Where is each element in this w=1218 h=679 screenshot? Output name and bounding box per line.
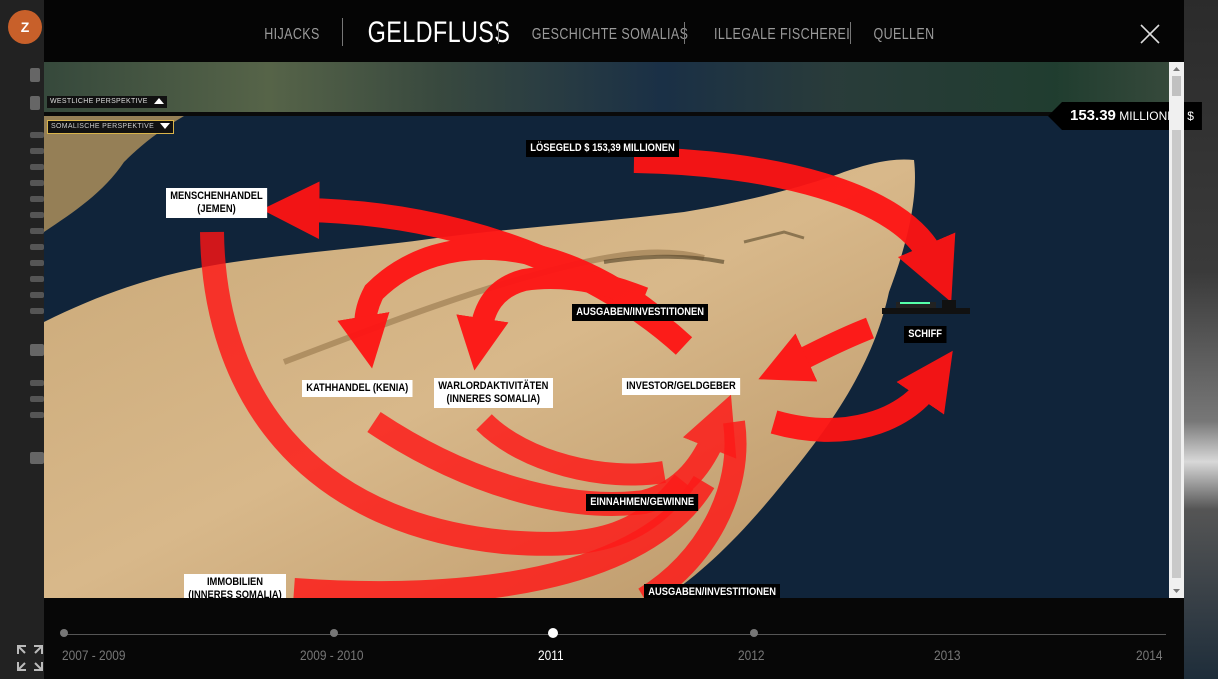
nav-illegale-fischerei[interactable]: ILLEGALE FISCHEREI [714, 26, 851, 43]
map-scrollbar[interactable] [1169, 62, 1184, 598]
timeline-2007-2009[interactable]: 2007 - 2009 [62, 647, 126, 663]
label-human-trafficking: MENSCHENHANDEL (JEMEN) [166, 188, 267, 218]
nav-geschichte-somalias[interactable]: GESCHICHTE SOMALIAS [531, 26, 689, 43]
ship-icon [882, 300, 970, 314]
nav-quellen[interactable]: QUELLEN [873, 26, 935, 43]
counter-value: 153.39 [1070, 107, 1116, 124]
label-khat-trade: KATHHANDEL (KENIA) [302, 380, 413, 397]
perspective-somali-button[interactable]: SOMALISCHE PERSPEKTIVE [47, 120, 175, 134]
perspective-somali-label: SOMALISCHE PERSPEKTIVE [51, 123, 155, 130]
label-human-trafficking-line1: MENSCHENHANDEL [170, 190, 263, 202]
site-logo: Z [8, 10, 42, 44]
label-warlord: WARLORDAKTIVITÄTEN (INNERES SOMALIA) [434, 378, 553, 408]
map-preview-strip [44, 62, 1169, 112]
timeline: 2007 - 2009 2009 - 2010 2011 2012 2013 2… [44, 598, 1184, 679]
top-navigation: HIJACKS GELDFLUSS GESCHICHTE SOMALIAS IL… [44, 0, 1184, 62]
timeline-dot-2012[interactable] [750, 629, 758, 637]
arrow-ship-to-investor [758, 317, 874, 382]
arrow-ransom-to-ship [633, 147, 956, 303]
label-spending-top: AUSGABEN/INVESTITIONEN [572, 304, 709, 321]
label-human-trafficking-line2: (JEMEN) [197, 203, 236, 215]
label-warlord-line2: (INNERES SOMALIA) [446, 393, 541, 405]
money-flow-map: WESTLICHE PERSPEKTIVE SOMALISCHE PERSPEK… [44, 62, 1169, 598]
arrow-investor-to-spending [638, 420, 747, 598]
timeline-track [64, 634, 1166, 635]
label-ship: SCHIFF [904, 326, 947, 343]
label-ransom: LÖSEGELD $ 153,39 MILLIONEN [526, 140, 679, 157]
timeline-2013[interactable]: 2013 [934, 647, 961, 663]
perspective-western-label: WESTLICHE PERSPEKTIVE [50, 98, 148, 105]
triangle-down-icon [160, 123, 171, 130]
nav-separator [850, 22, 851, 44]
nav-separator [498, 22, 499, 44]
geldfluss-overlay: HIJACKS GELDFLUSS GESCHICHTE SOMALIAS IL… [44, 0, 1202, 679]
label-real-estate-line1: IMMOBILIEN [206, 576, 264, 588]
triangle-up-icon [153, 98, 164, 105]
perspective-western-button[interactable]: WESTLICHE PERSPEKTIVE [47, 96, 167, 108]
close-icon[interactable] [1138, 22, 1162, 46]
arrow-investor-to-ship [770, 350, 953, 442]
label-warlord-line1: WARLORDAKTIVITÄTEN [438, 380, 549, 392]
scrollbar-thumb[interactable] [1172, 76, 1181, 96]
background-image-strip [1180, 0, 1218, 679]
arrow-warlord-to-investor [476, 413, 666, 486]
arrow-investor-to-warlord [456, 267, 649, 371]
timeline-dot-2011[interactable] [548, 628, 558, 638]
nav-separator [684, 22, 685, 44]
timeline-2012[interactable]: 2012 [738, 647, 765, 663]
background-article [30, 60, 44, 480]
map-strip-divider [44, 112, 1169, 116]
arrow-real-estate-to-investor [293, 475, 715, 598]
label-real-estate-line2: (INNERES SOMALIA) [188, 589, 282, 598]
scroll-down-icon[interactable] [1169, 584, 1184, 598]
label-real-estate: IMMOBILIEN (INNERES SOMALIA) [184, 574, 286, 598]
nav-hijacks[interactable]: HIJACKS [264, 26, 320, 43]
timeline-dot-2009[interactable] [330, 629, 338, 637]
nav-geldfluss[interactable]: GELDFLUSS [367, 16, 511, 49]
label-spending-bottom: AUSGABEN/INVESTITIONEN [644, 584, 781, 598]
scrollbar-track[interactable] [1172, 130, 1181, 578]
fullscreen-icon[interactable] [16, 644, 44, 672]
timeline-dot-2007[interactable] [60, 629, 68, 637]
timeline-2011[interactable]: 2011 [538, 647, 564, 663]
timeline-2014[interactable]: 2014 [1136, 647, 1163, 663]
scroll-up-icon[interactable] [1169, 62, 1184, 76]
nav-separator [342, 18, 343, 46]
label-investor: INVESTOR/GELDGEBER [622, 378, 740, 395]
label-revenue: EINNAHMEN/GEWINNE [586, 494, 699, 511]
arrow-human-trafficking-to-revenue [200, 231, 694, 556]
timeline-2009-2010[interactable]: 2009 - 2010 [300, 647, 364, 663]
